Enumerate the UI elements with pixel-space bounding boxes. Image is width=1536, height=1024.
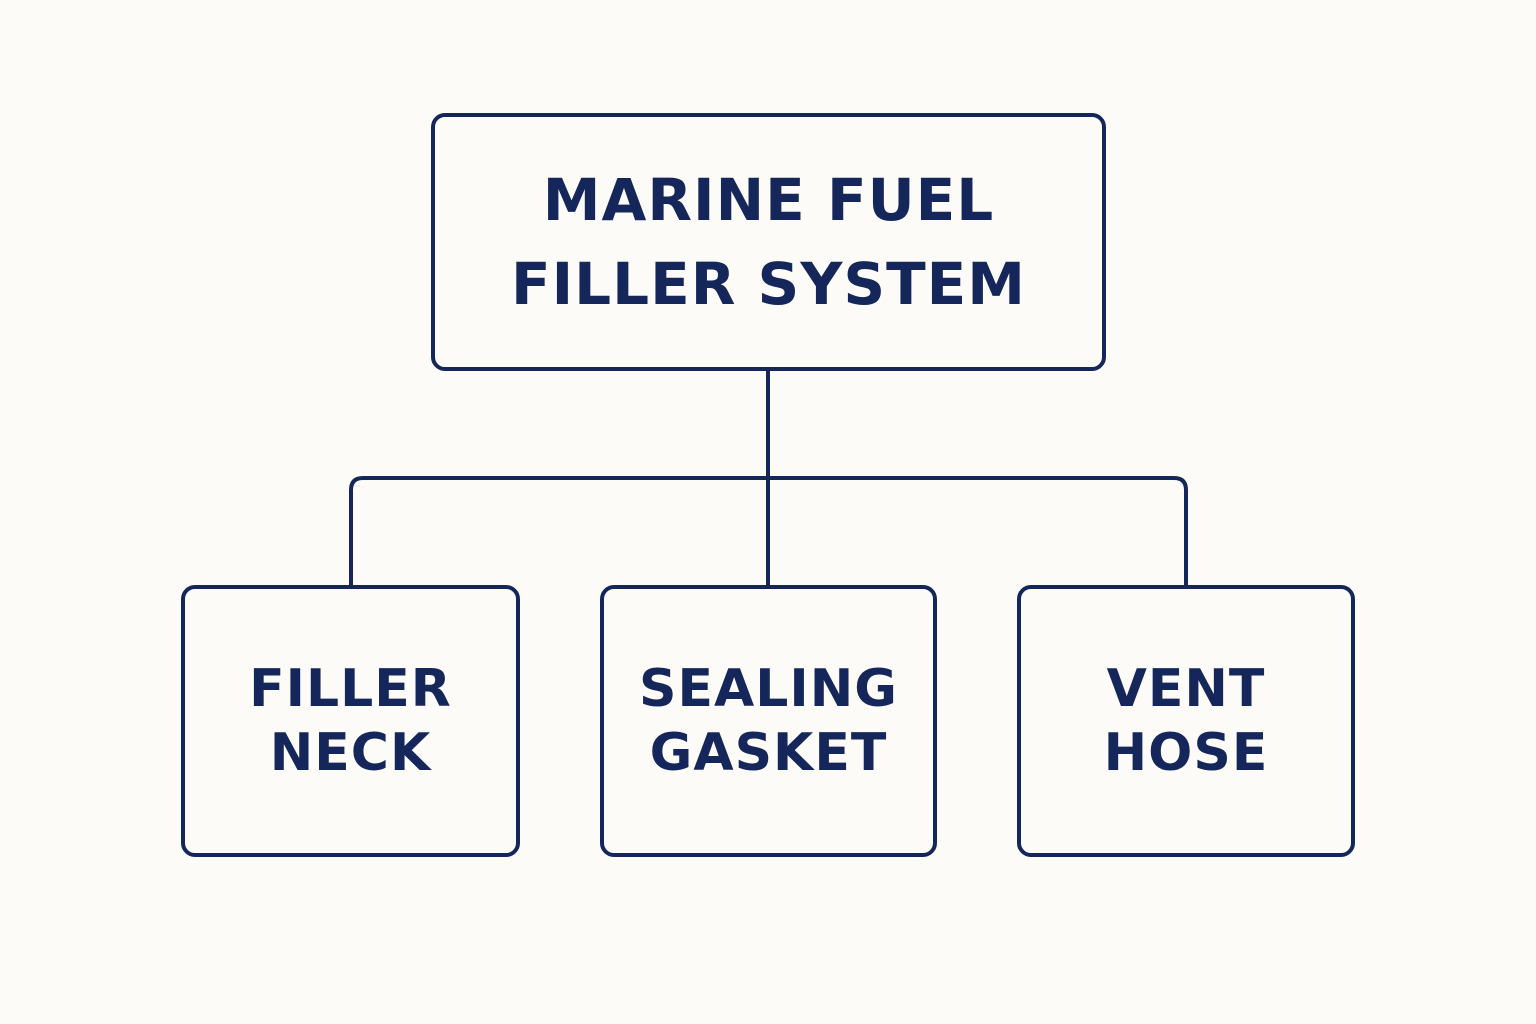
- child-node-label-line-2: NECK: [269, 723, 432, 783]
- child-node-sealing-gasket: SEALING GASKET: [600, 585, 937, 857]
- root-node-label-line-2: FILLER SYSTEM: [510, 250, 1027, 318]
- root-node-label-line-1: MARINE FUEL: [542, 166, 995, 234]
- child-node-label-line-1: FILLER: [249, 659, 452, 719]
- child-node-label-line-2: GASKET: [649, 723, 888, 783]
- child-node-filler-neck: FILLER NECK: [181, 585, 520, 857]
- root-node-box: MARINE FUEL FILLER SYSTEM: [431, 113, 1106, 371]
- child-node-label-line-1: VENT: [1106, 659, 1266, 719]
- child-node-label-line-1: SEALING: [639, 659, 898, 719]
- child-node-label-line-2: HOSE: [1103, 723, 1269, 783]
- child-node-vent-hose: VENT HOSE: [1017, 585, 1355, 857]
